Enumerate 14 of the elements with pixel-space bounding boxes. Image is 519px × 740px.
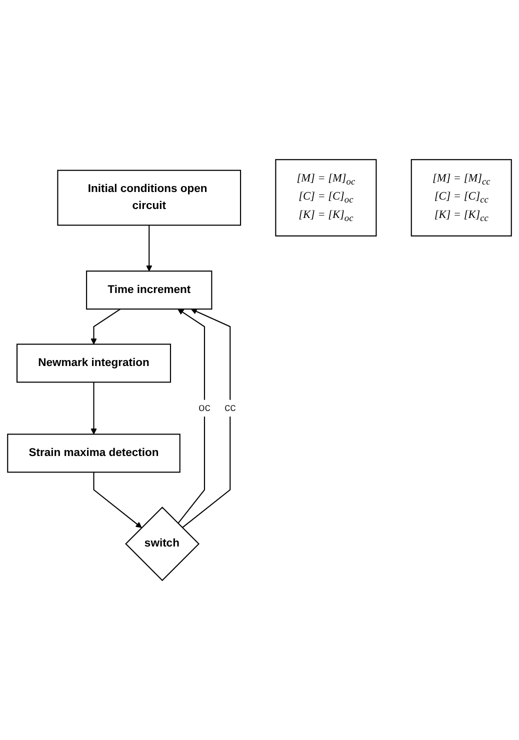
node-diamond (125, 506, 200, 582)
arrow (146, 225, 152, 272)
node-box (57, 170, 242, 226)
arrow (90, 308, 121, 345)
node-box (86, 270, 212, 310)
arrow (90, 382, 97, 435)
arrow (178, 308, 206, 524)
node-box (16, 344, 172, 383)
arrow (182, 308, 231, 528)
flowchart: oc cc Initial conditions open circuit Time increment Newmark integration Strain maxima detection switch [M] = [M]$_{oc}$ [C] = [C]$_{oc}$ [K] = [K]$_{oc}$ [M] = [M]$_{cc}$ [C] = [C]$_{cc}$ [K] = [K]$_{cc}$ (2, 154, 517, 586)
node-box (275, 159, 377, 236)
node-box (410, 159, 512, 236)
node-box (7, 434, 180, 473)
arrow (93, 472, 142, 528)
